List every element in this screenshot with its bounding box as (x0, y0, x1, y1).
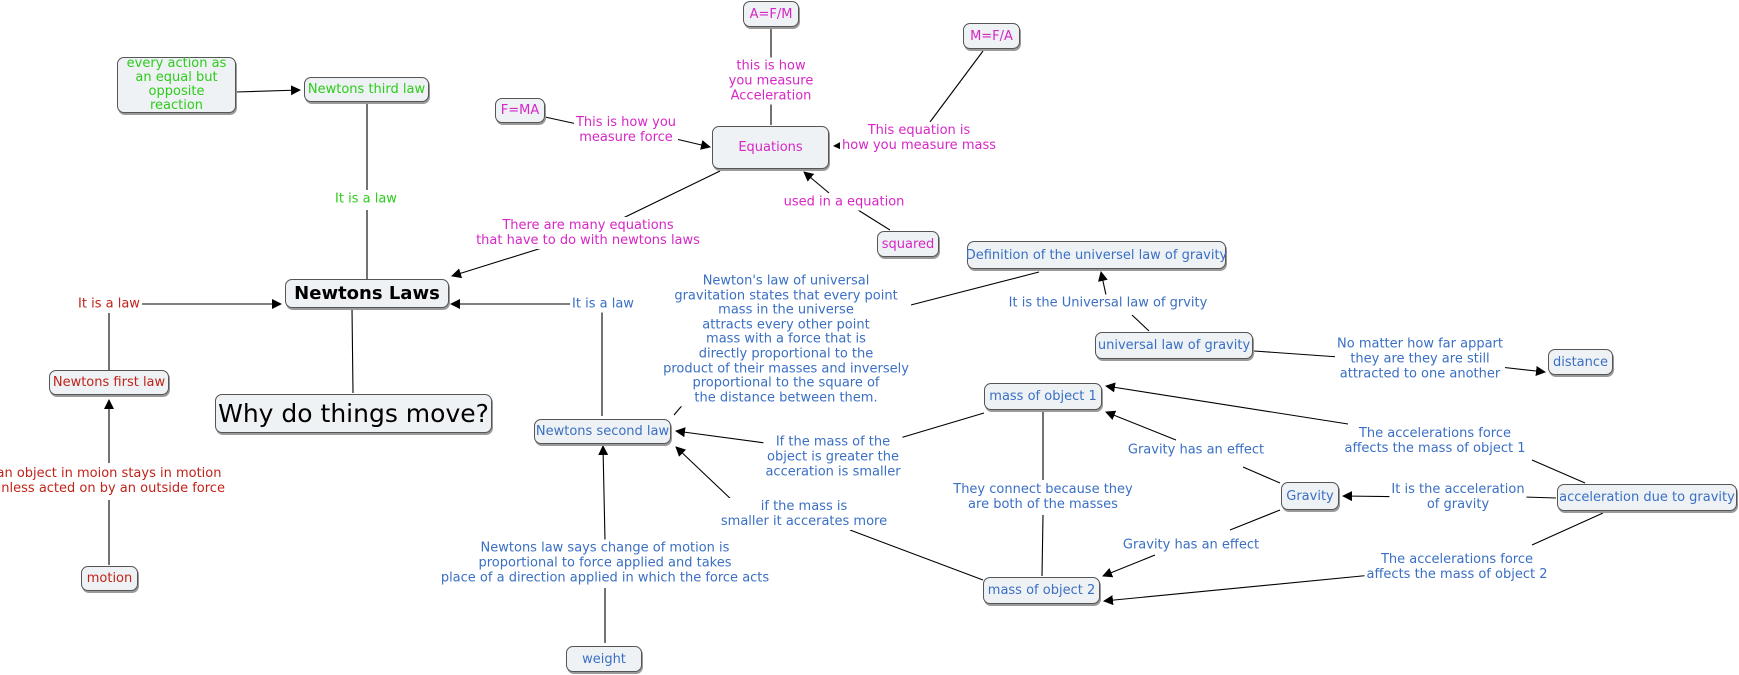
label-gravity-effect-1: Gravity has an effect (1125, 441, 1267, 459)
label-many-equations: There are many equations that have to do… (474, 217, 702, 249)
node-newtons-second-law[interactable]: Newtons second law (534, 419, 671, 444)
label-connect-masses: They connect because they are both of th… (951, 481, 1135, 513)
label-measure-acceleration: this is how you measure Acceleration (726, 57, 816, 105)
label-first-law-is-law: It is a law (76, 295, 142, 313)
label-mass-greater: If the mass of the object is greater the… (763, 433, 903, 481)
node-f-equals-ma[interactable]: F=MA (495, 98, 545, 123)
node-equations[interactable]: Equations (712, 126, 829, 169)
label-third-law-is-law: It is a law (333, 190, 399, 208)
node-squared[interactable]: squared (877, 231, 939, 257)
label-inertia: an object in moion stays in motion unles… (0, 465, 227, 497)
label-second-law-says: Newtons law says change of motion is pro… (438, 539, 772, 587)
node-newtons-laws[interactable]: Newtons Laws (285, 279, 449, 308)
label-second-law-is-law: It is a law (570, 295, 636, 313)
label-measure-mass: This equation is how you measure mass (840, 122, 998, 154)
label-accel-affects-object-2: The accelerations force affects the mass… (1364, 551, 1550, 583)
label-measure-force: This is how you measure force (573, 114, 679, 146)
node-every-action[interactable]: every action as an equal but opposite re… (117, 57, 236, 113)
node-acceleration-due-to-gravity[interactable]: acceleration due to gravity (1557, 484, 1737, 511)
node-mass-of-object-2[interactable]: mass of object 2 (983, 577, 1100, 604)
node-universal-law-of-gravity[interactable]: universal law of gravity (1095, 332, 1253, 359)
node-mass-of-object-1[interactable]: mass of object 1 (984, 383, 1102, 410)
label-no-matter-how-far: No matter how far appart they are they a… (1335, 335, 1505, 383)
node-weight[interactable]: weight (566, 646, 642, 672)
node-why-do-things-move[interactable]: Why do things move? (215, 394, 492, 433)
label-accel-affects-object-1: The accelerations force affects the mass… (1342, 425, 1528, 457)
node-newtons-third-law[interactable]: Newtons third law (304, 77, 429, 102)
label-acceleration-of-gravity: It is the acceleration of gravity (1389, 481, 1527, 513)
label-gravity-effect-2: Gravity has an effect (1120, 536, 1262, 554)
node-a-equals-f-over-m[interactable]: A=F/M (743, 1, 799, 27)
node-definition-universal-law[interactable]: Definition of the universel law of gravi… (966, 241, 1227, 269)
node-gravity[interactable]: Gravity (1281, 482, 1339, 510)
label-mass-smaller: if the mass is smaller it accerates more (718, 498, 890, 530)
label-used-in-equation: used in a equation (781, 193, 907, 211)
node-distance[interactable]: distance (1548, 349, 1613, 375)
node-m-equals-f-over-a[interactable]: M=F/A (963, 23, 1020, 49)
label-newton-universal-gravitation: Newton's law of universal gravitation st… (661, 273, 911, 407)
node-motion[interactable]: motion (81, 566, 138, 591)
label-universal-law-grvity: It is the Universal law of grvity (1006, 294, 1210, 312)
node-newtons-first-law[interactable]: Newtons first law (49, 370, 169, 395)
